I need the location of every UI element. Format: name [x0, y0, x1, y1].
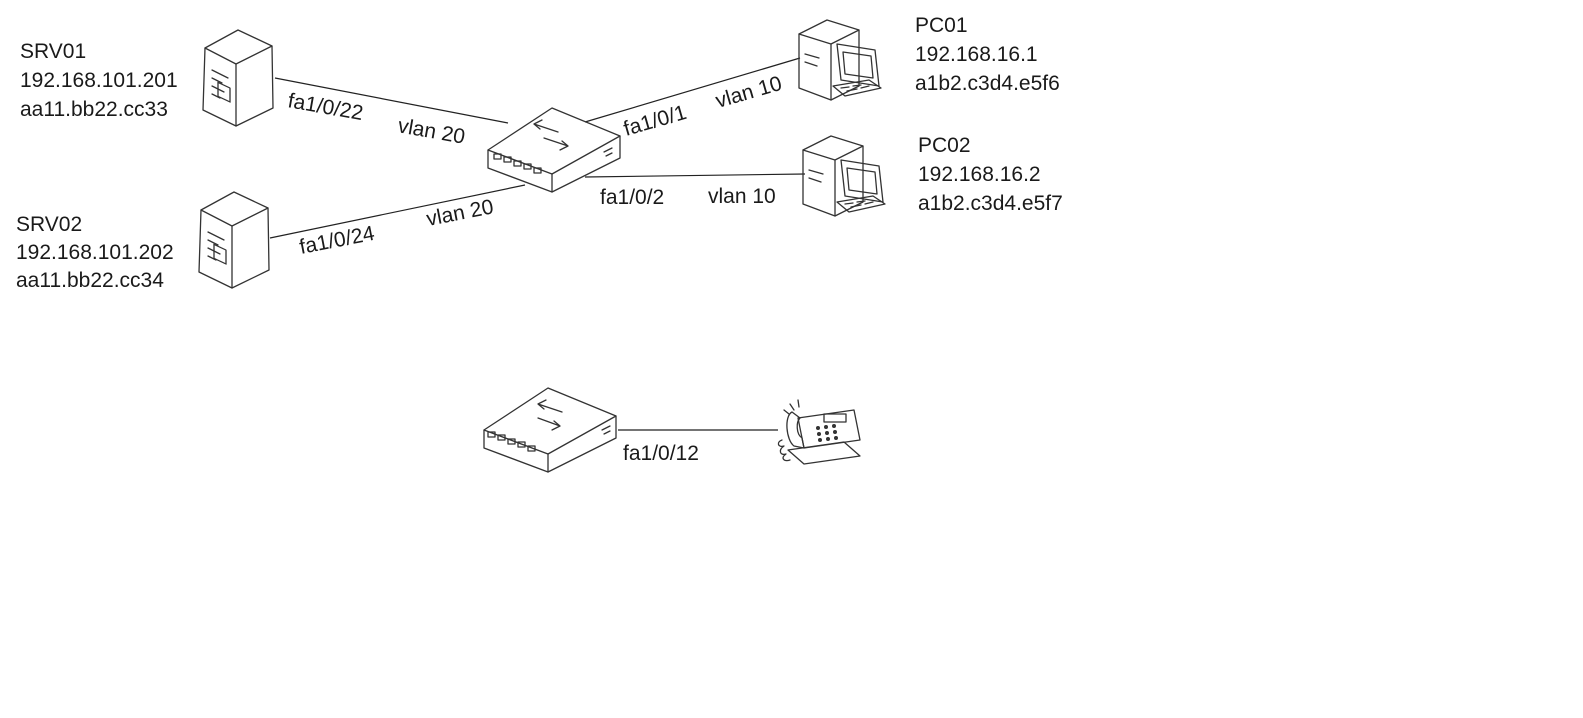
server-icon: [202, 29, 274, 127]
device-mac: aa11.bb22.cc34: [16, 269, 164, 292]
port-label: fa1/0/22: [286, 89, 365, 125]
device-ip: 192.168.16.1: [915, 43, 1038, 66]
switch-icon: [483, 387, 617, 473]
device-name: SRV01: [20, 40, 86, 63]
device-mac: a1b2.c3d4.e5f7: [918, 192, 1063, 215]
link-srv02-switch: [269, 184, 526, 239]
pc01-label: PC01 192.168.16.1 a1b2.c3d4.e5f6: [915, 14, 1060, 95]
device-mac: a1b2.c3d4.e5f6: [915, 72, 1060, 95]
vlan-label: vlan 10: [713, 72, 784, 113]
vlan-label: vlan 20: [396, 114, 467, 148]
device-name: PC01: [915, 14, 968, 37]
device-ip: 192.168.16.2: [918, 163, 1041, 186]
port-label: fa1/0/2: [600, 186, 664, 209]
device-mac: aa11.bb22.cc33: [20, 98, 168, 121]
link-pc01-switch: [584, 57, 801, 123]
link-pc02-switch: [584, 173, 806, 178]
server-icon: [198, 191, 270, 289]
device-ip: 192.168.101.201: [20, 69, 178, 92]
port-label: fa1/0/1: [621, 101, 689, 141]
device-ip: 192.168.101.202: [16, 241, 174, 264]
port-label: fa1/0/24: [298, 222, 377, 259]
link-srv01-switch: [274, 77, 509, 124]
vlan-label: vlan 10: [708, 185, 776, 208]
pc02-label: PC02 192.168.16.2 a1b2.c3d4.e5f7: [918, 134, 1063, 215]
vlan-label: vlan 20: [425, 195, 496, 230]
ip-phone-icon: [777, 399, 861, 465]
port-label: fa1/0/12: [623, 442, 699, 465]
device-name: PC02: [918, 134, 971, 157]
device-name: SRV02: [16, 213, 82, 236]
desktop-pc-icon: [798, 19, 882, 101]
desktop-pc-icon: [802, 135, 886, 217]
srv01-label: SRV01 192.168.101.201 aa11.bb22.cc33: [20, 40, 178, 121]
switch-icon: [487, 107, 621, 193]
srv02-label: SRV02 192.168.101.202 aa11.bb22.cc34: [16, 213, 174, 292]
